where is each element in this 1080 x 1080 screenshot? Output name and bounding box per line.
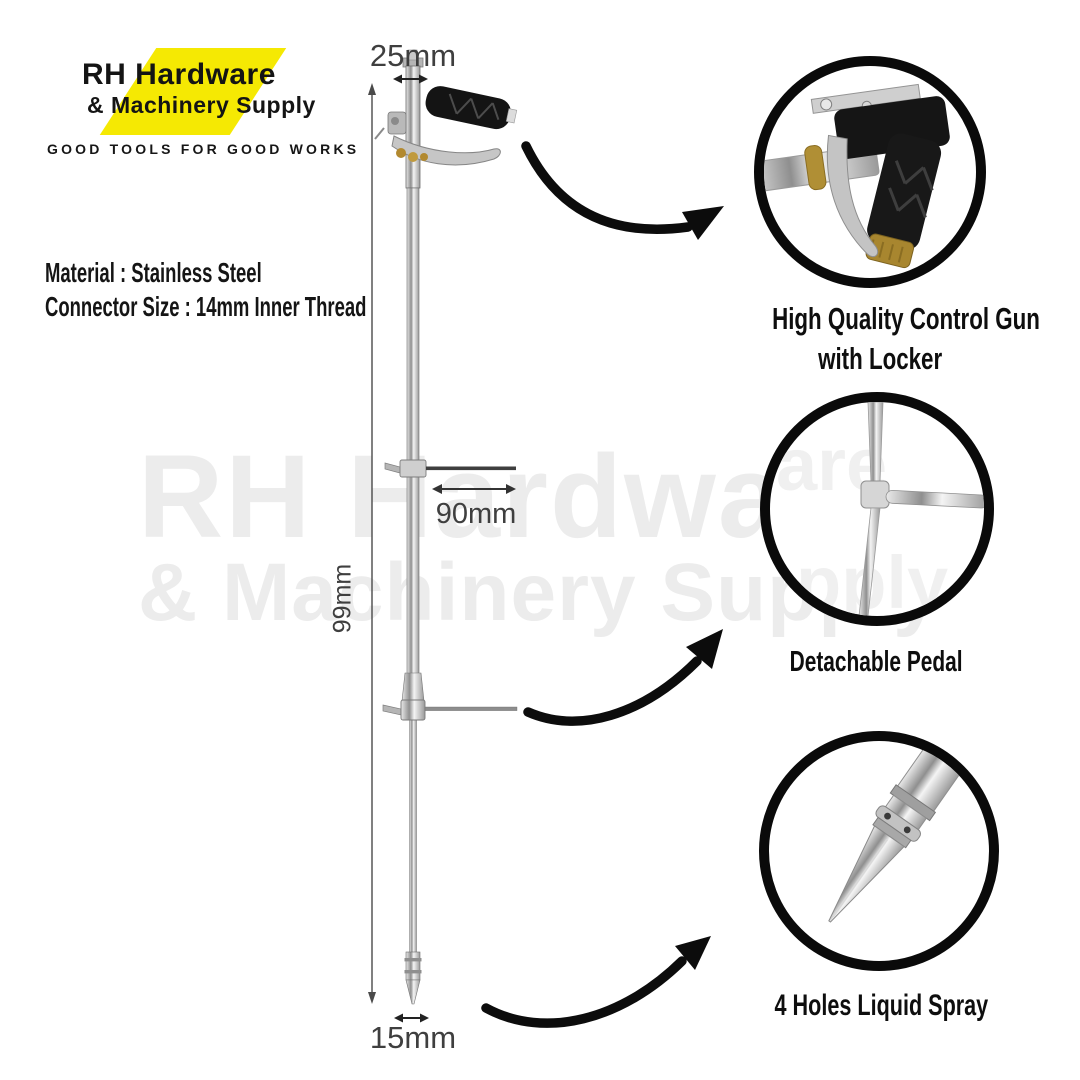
dimension-label-90mm: 90mm <box>435 498 517 530</box>
callout-circle-gun <box>754 56 986 288</box>
callout-circle-nozzle <box>759 731 999 971</box>
brand-name-line2: & Machinery Supply <box>87 92 316 118</box>
pedal-joint-upper <box>384 459 516 478</box>
gun-spring-detail <box>374 127 385 140</box>
spec-connector-size: Connector Size : 14mm Inner Thread <box>45 290 367 322</box>
brand-name-line1: RH Hardware <box>82 58 276 91</box>
caption-nozzle-line1: 4 Holes Liquid Spray <box>774 989 988 1022</box>
caption-gun-line2: with Locker <box>817 341 943 377</box>
callout-caption-gun: High Quality Control Gun with Locker <box>720 299 1040 380</box>
nozzle-closeup-image <box>828 741 989 923</box>
dimension-label-15mm: 15mm <box>369 1020 457 1055</box>
gun-trigger-lever <box>391 135 501 166</box>
callout-caption-pedal: Detachable Pedal <box>716 644 1036 682</box>
callout-circle-pedal: are pply <box>760 392 994 626</box>
gun-closeup-image <box>764 83 950 269</box>
pedal-dimension-arrow <box>432 484 516 494</box>
nozzle-tip-drawing <box>404 951 422 1005</box>
pedal-joint-lower <box>382 699 518 721</box>
caption-pedal-line1: Detachable Pedal <box>789 646 963 678</box>
dimension-label-25mm: 25mm <box>369 38 457 73</box>
callout-caption-nozzle: 4 Holes Liquid Spray <box>716 986 1046 1025</box>
pedal-bar-lower <box>424 706 518 711</box>
spec-list: Material : Stainless Steel Connector Siz… <box>45 256 532 323</box>
spec-material: Material : Stainless Steel <box>45 257 262 288</box>
width-dimension-arrow-top <box>393 74 428 84</box>
pedal-bar-upper <box>426 466 516 471</box>
arrow-to-gun-callout <box>521 141 724 240</box>
arrow-to-pedal-callout <box>523 629 723 726</box>
gun-grip-handle <box>425 86 518 130</box>
arrow-to-nozzle-callout <box>481 936 711 1028</box>
pedal-closeup-image: are pply <box>776 402 984 616</box>
tip-dimension-arrow <box>394 1013 429 1023</box>
dimension-label-99mm: 99mm <box>328 563 357 634</box>
control-gun-drawing <box>374 49 518 189</box>
caption-gun-line1: High Quality Control Gun <box>772 301 1040 336</box>
brand-logo: RH Hardware & Machinery Supply GOOD TOOL… <box>0 0 360 180</box>
brand-tagline: GOOD TOOLS FOR GOOD WORKS <box>47 141 360 157</box>
length-dimension-line <box>368 83 376 1004</box>
